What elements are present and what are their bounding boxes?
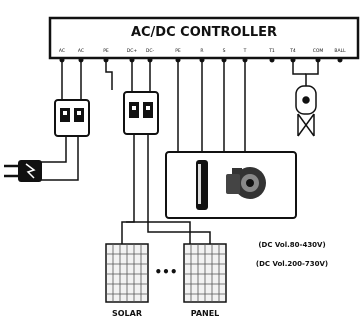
terminal-label-ac2: AC (78, 48, 84, 54)
wire-solar-neg (147, 134, 211, 244)
wire-t4 (292, 60, 306, 75)
terminal-label-pe2: PE (175, 48, 181, 54)
wire-com (305, 60, 319, 86)
solar-panel-icon (105, 243, 149, 303)
terminal-label-s: S (223, 48, 226, 54)
terminal-label-ac1: AC (59, 48, 65, 54)
controller-title: AC/DC CONTROLLER (131, 25, 277, 40)
terminal-label-t: T (243, 48, 247, 54)
terminal-label-dcplus: DC+ (127, 48, 138, 54)
controller-box (48, 16, 360, 60)
solar-ellipsis: ••• (154, 265, 177, 279)
solar-label-right: PANEL (191, 309, 220, 318)
wire-plug1 (40, 136, 67, 163)
power-plug-icon (4, 160, 42, 182)
water-tank-icon (295, 85, 317, 137)
terminal-label-com: COM (313, 48, 324, 54)
solar-panel-icon (183, 243, 227, 303)
terminal-label-t1: T1 (268, 48, 275, 54)
terminal-label-r: R (200, 48, 203, 54)
wire-plug2 (40, 136, 79, 181)
breaker-icon (123, 91, 159, 135)
terminal-label-dcminus: DC- (146, 48, 155, 54)
wire-solar-link (126, 221, 191, 244)
dc-voltage-note-2: (DC Vol.200-730V) (256, 260, 328, 268)
dc-voltage-note-1: (DC Vol.80-430V) (258, 241, 325, 249)
breaker-icon (54, 99, 90, 137)
submersible-pump-icon (196, 160, 208, 210)
wire-pe1 (105, 60, 113, 90)
solar-label-left: SOLAR (112, 309, 142, 318)
wire-solar-pos (121, 134, 135, 244)
terminal-label-ball: BALL (334, 48, 346, 54)
surface-pump-icon (226, 167, 266, 199)
terminal-label-t4: T4 (289, 48, 296, 54)
terminal-label-pe1: PE (103, 48, 109, 54)
